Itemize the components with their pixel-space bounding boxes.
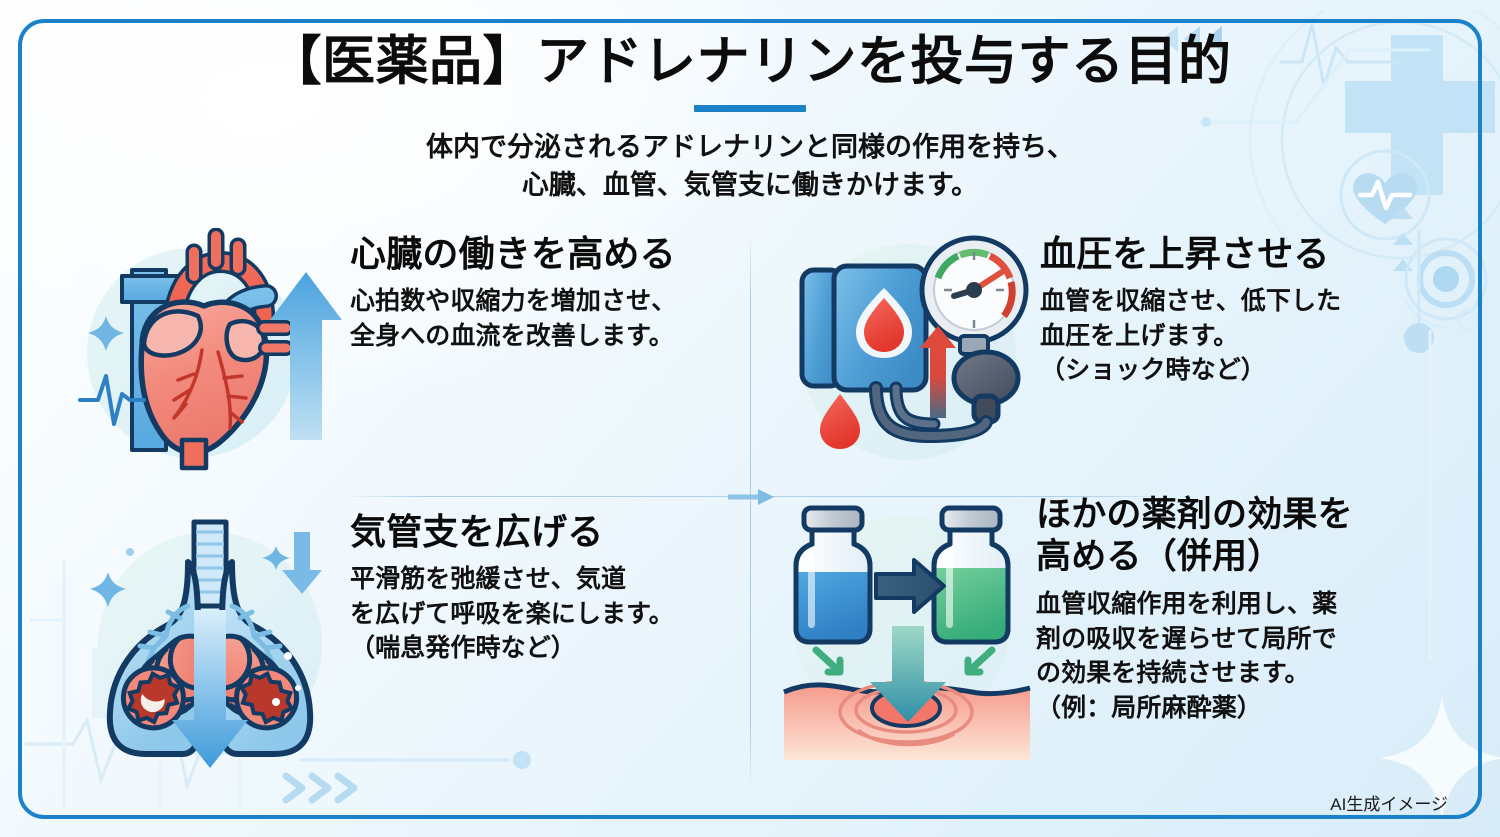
section-combination-body-line-2: 剤の吸収を遅らせて局所で (1036, 624, 1337, 653)
section-heart-text: 心臓の働きを高める 心拍数や収縮力を増加させ、 全身への血流を改善します。 (350, 228, 760, 353)
subtitle-line-2: 心臓、血管、気管支に働きかけます。 (521, 170, 979, 201)
ai-generated-credit: AI生成イメージ (1330, 795, 1448, 814)
section-bp-body-line-2: 血圧を上げます。 (1040, 321, 1239, 350)
blood-pressure-monitor-icon (778, 228, 1040, 473)
lungs-icon (70, 506, 350, 779)
flow-arrow-right-icon (728, 489, 774, 505)
vertical-divider (750, 232, 751, 792)
section-bronchi-body: 平滑筋を弛緩させ、気道 を広げて呼吸を楽にします。 （喘息発作時など） (350, 562, 760, 666)
section-bp-heading: 血圧を上昇させる (1040, 233, 1330, 274)
section-bp-body-line-1: 血管を収縮させ、低下した (1040, 287, 1342, 316)
section-heart: 心臓の働きを高める 心拍数や収縮力を増加させ、 全身への血流を改善します。 (70, 227, 760, 490)
heart-organ-icon (70, 227, 350, 483)
section-bp-note: （ショック時など） (1040, 356, 1266, 385)
section-heart-body-line-1: 心拍数や収縮力を増加させ、 (350, 287, 677, 316)
section-bronchi: 気管支を広げる 平滑筋を弛緩させ、気道 を広げて呼吸を楽にします。 （喘息発作時… (70, 506, 760, 798)
section-combination-body-line-3: の効果を持続させます。 (1036, 659, 1310, 687)
subtitle: 体内で分泌されるアドレナリンと同様の作用を持ち、 心臓、血管、気管支に働きかけま… (0, 128, 1500, 205)
outer-frame-border (18, 19, 1482, 819)
subtitle-line-1: 体内で分泌されるアドレナリンと同様の作用を持ち、 (426, 131, 1074, 162)
section-bronchi-body-line-1: 平滑筋を弛緩させ、気道 (350, 565, 627, 594)
section-bronchi-note: （喘息発作時など） (350, 634, 576, 663)
section-bp-text: 血圧を上昇させる 血管を収縮させ、低下した 血圧を上げます。 （ショック時など） (1040, 228, 1468, 388)
section-combination: ほかの薬剤の効果を 高める（併用） 血管収縮作用を利用し、薬 剤の吸収を遅らせて… (778, 490, 1478, 798)
sections-grid: 心臓の働きを高める 心拍数や収縮力を増加させ、 全身への血流を改善します。 (40, 227, 1460, 798)
section-combination-heading-line-2: 高める（併用） (1036, 537, 1283, 576)
section-combination-body: 血管収縮作用を利用し、薬 剤の吸収を遅らせて局所で の効果を持続させます。 （例… (1036, 587, 1478, 725)
section-bronchi-heading: 気管支を広げる (350, 511, 604, 552)
section-heart-body-line-2: 全身への血流を改善します。 (350, 321, 674, 350)
section-bronchi-text: 気管支を広げる 平滑筋を弛緩させ、気道 を広げて呼吸を楽にします。 （喘息発作時… (350, 506, 760, 666)
section-combination-heading: ほかの薬剤の効果を 高める（併用） (1036, 494, 1478, 578)
section-heart-heading: 心臓の働きを高める (350, 233, 676, 274)
section-bp-body: 血管を収縮させ、低下した 血圧を上げます。 （ショック時など） (1040, 284, 1468, 388)
header: 【医薬品】アドレナリンを投与する目的 体内で分泌されるアドレナリンと同様の作用を… (0, 32, 1500, 205)
page-title: 【医薬品】アドレナリンを投与する目的 (268, 32, 1232, 91)
section-combination-text: ほかの薬剤の効果を 高める（併用） 血管収縮作用を利用し、薬 剤の吸収を遅らせて… (1036, 490, 1478, 725)
section-combination-body-line-1: 血管収縮作用を利用し、薬 (1036, 590, 1338, 618)
section-heart-body: 心拍数や収縮力を増加させ、 全身への血流を改善します。 (350, 284, 760, 353)
section-blood-pressure: 血圧を上昇させる 血管を収縮させ、低下した 血圧を上げます。 （ショック時など） (778, 228, 1468, 490)
section-combination-heading-line-1: ほかの薬剤の効果を (1036, 495, 1353, 534)
section-bronchi-body-line-2: を広げて呼吸を楽にします。 (350, 599, 674, 628)
title-underline-accent (694, 104, 806, 112)
vials-injection-icon (778, 490, 1036, 785)
section-combination-note: （例：局所麻酔薬） (1036, 693, 1262, 722)
